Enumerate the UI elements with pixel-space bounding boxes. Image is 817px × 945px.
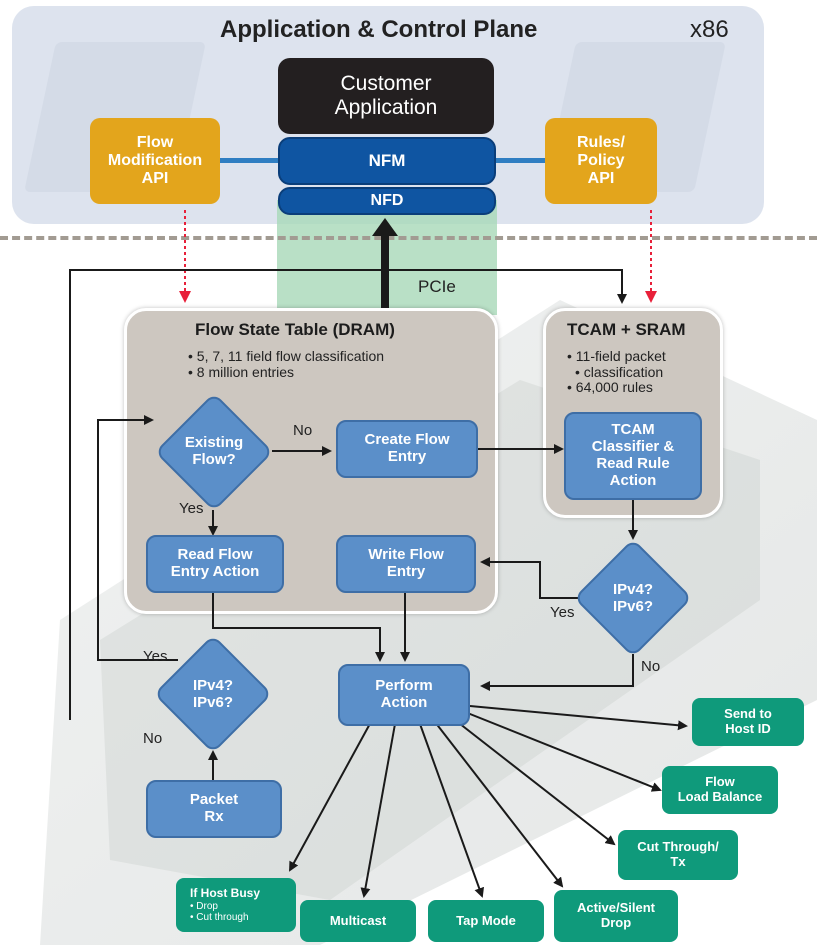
write-flow-l2: Entry: [386, 563, 426, 580]
pcie-label: PCIe: [418, 277, 456, 296]
perform-action-box: Perform Action: [338, 664, 470, 726]
tcam-classifier-l3: Read Rule: [596, 455, 670, 472]
perform-l2: Action: [380, 694, 428, 711]
flow-load-balance-box: Flow Load Balance: [662, 766, 778, 814]
packet-rx-l2: Rx: [204, 808, 224, 825]
yes-label: Yes: [179, 500, 204, 517]
create-flow-l1: Create Flow: [364, 431, 450, 449]
active-drop-l1: Active/Silent: [576, 900, 656, 916]
load-balance-l2: Load Balance: [677, 789, 763, 804]
tcam-classifier-l1: TCAM: [611, 421, 655, 439]
active-silent-drop-box: Active/Silent Drop: [554, 890, 678, 942]
flow-state-bullet: 8 million entries: [188, 364, 384, 381]
host-busy-option: • Cut through: [190, 911, 249, 923]
cut-through-l2: Tx: [670, 854, 686, 869]
ipv-right-label: IPv4? IPv6?: [573, 562, 693, 634]
cut-through-tx-box: Cut Through/ Tx: [618, 830, 738, 880]
ipv-left-l1: IPv4?: [192, 676, 234, 694]
tcam-bullet: 11-field packet: [567, 348, 666, 365]
api-connector-left: [220, 158, 290, 163]
ipv-left-l2: IPv6?: [192, 694, 234, 711]
multicast-box: Multicast: [300, 900, 416, 942]
control-plane-title: Application & Control Plane: [220, 16, 538, 43]
packet-rx-box: Packet Rx: [146, 780, 282, 838]
flow-mod-l2: Modification: [107, 152, 203, 170]
customer-app-line2: Application: [334, 96, 438, 119]
api-connector-right: [490, 158, 550, 163]
no-label: No: [143, 730, 163, 747]
host-busy-title: If Host Busy: [190, 886, 261, 901]
if-host-busy-box: If Host Busy • Drop • Cut through: [176, 878, 296, 932]
customer-application-box: Customer Application: [278, 58, 494, 134]
tcam-bullet: 64,000 rules: [567, 380, 666, 396]
send-host-l1: Send to: [724, 706, 772, 722]
flow-mod-l1: Flow: [136, 134, 174, 152]
tcam-classifier-l4: Action: [609, 471, 657, 489]
ipv-right-l1: IPv4?: [612, 580, 654, 598]
no-label: No: [641, 658, 661, 675]
tcam-bullet-cont: classification: [567, 364, 666, 381]
existing-flow-l2: Flow?: [192, 451, 236, 468]
rules-l3: API: [587, 169, 615, 187]
tap-mode-box: Tap Mode: [428, 900, 544, 942]
read-flow-l2: Entry Action: [170, 563, 260, 580]
write-flow-entry-box: Write Flow Entry: [336, 535, 476, 593]
plane-divider: [0, 236, 817, 240]
existing-flow-label: Existing Flow?: [154, 415, 274, 487]
existing-flow-l1: Existing: [184, 433, 244, 451]
read-flow-l1: Read Flow: [177, 546, 253, 564]
rules-l1: Rules/: [576, 134, 625, 152]
tcam-classifier-l2: Classifier &: [591, 438, 675, 456]
flow-mod-l3: API: [141, 169, 169, 187]
tcam-title: TCAM + SRAM: [567, 320, 686, 339]
packet-rx-l1: Packet: [189, 791, 239, 809]
flow-state-bullet: 5, 7, 11 field flow classification: [188, 348, 384, 365]
rules-l2: Policy: [577, 152, 625, 170]
create-flow-entry-box: Create Flow Entry: [336, 420, 478, 478]
flow-state-bullets: 5, 7, 11 field flow classification 8 mil…: [188, 348, 384, 381]
active-drop-l2: Drop: [600, 915, 632, 930]
load-balance-l1: Flow: [705, 774, 735, 790]
send-host-l2: Host ID: [725, 721, 771, 736]
write-flow-l1: Write Flow: [368, 546, 444, 564]
customer-app-line1: Customer: [340, 72, 432, 96]
send-to-host-id-box: Send to Host ID: [692, 698, 804, 746]
pcie-arrow: [372, 218, 398, 308]
ipv-right-l2: IPv6?: [612, 598, 654, 615]
tcam-classifier-box: TCAM Classifier & Read Rule Action: [564, 412, 702, 500]
nfd-box: NFD: [278, 187, 496, 215]
yes-label: Yes: [143, 648, 168, 665]
host-busy-option-text: Drop: [196, 900, 218, 912]
ipv-left-label: IPv4? IPv6?: [153, 658, 273, 730]
arch-label: x86: [690, 16, 729, 43]
yes-label: Yes: [550, 604, 575, 621]
nfm-box: NFM: [278, 137, 496, 185]
perform-l1: Perform: [375, 677, 433, 695]
host-busy-option: • Drop: [190, 900, 218, 912]
flow-state-title: Flow State Table (DRAM): [195, 320, 395, 339]
host-busy-option-text: Cut through: [196, 911, 249, 923]
read-flow-entry-action-box: Read Flow Entry Action: [146, 535, 284, 593]
create-flow-l2: Entry: [387, 448, 427, 465]
cut-through-l1: Cut Through/: [637, 839, 719, 855]
tcam-bullets: 11-field packet classification 64,000 ru…: [567, 348, 666, 396]
no-label: No: [293, 422, 313, 439]
flow-modification-api-box: Flow Modification API: [90, 118, 220, 204]
rules-policy-api-box: Rules/ Policy API: [545, 118, 657, 204]
